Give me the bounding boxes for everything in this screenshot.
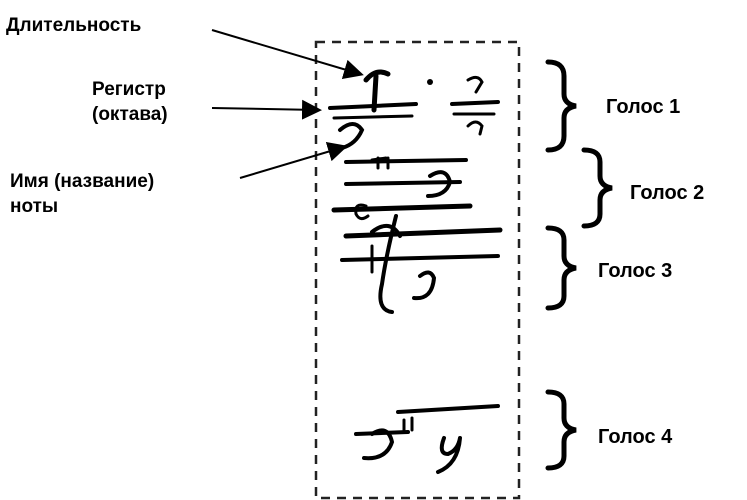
duration-label: Длительность	[6, 15, 142, 36]
register-label: Регистр (октава)	[92, 78, 168, 127]
notation-frame	[314, 40, 521, 500]
voice-label-2: Голос 2	[630, 182, 705, 204]
note-name-label-line-1: Имя (название)	[10, 171, 155, 192]
voice-1-notation	[328, 69, 500, 150]
note-name-label: Имя (название) ноты	[10, 170, 154, 219]
note-name-label-line-2: ноты	[10, 195, 59, 217]
voice-4-notation	[354, 404, 500, 474]
brace-voice-4	[545, 389, 577, 471]
register-label-line-2: (октава)	[92, 103, 168, 125]
note-name-arrow	[239, 141, 348, 179]
brace-voice-2	[581, 147, 613, 229]
voice-label-4: Голос 4	[598, 426, 673, 448]
voice-label-1: Голос 1	[606, 96, 681, 118]
voice-3-notation	[340, 214, 503, 314]
duration-arrow	[211, 29, 364, 80]
brace-voice-3	[545, 225, 577, 311]
register-label-line-1: Регистр	[92, 79, 166, 100]
voice-2-notation	[331, 156, 473, 221]
register-arrow	[211, 99, 322, 120]
voice-label-3: Голос 3	[598, 260, 673, 282]
brace-voice-1	[545, 59, 577, 153]
